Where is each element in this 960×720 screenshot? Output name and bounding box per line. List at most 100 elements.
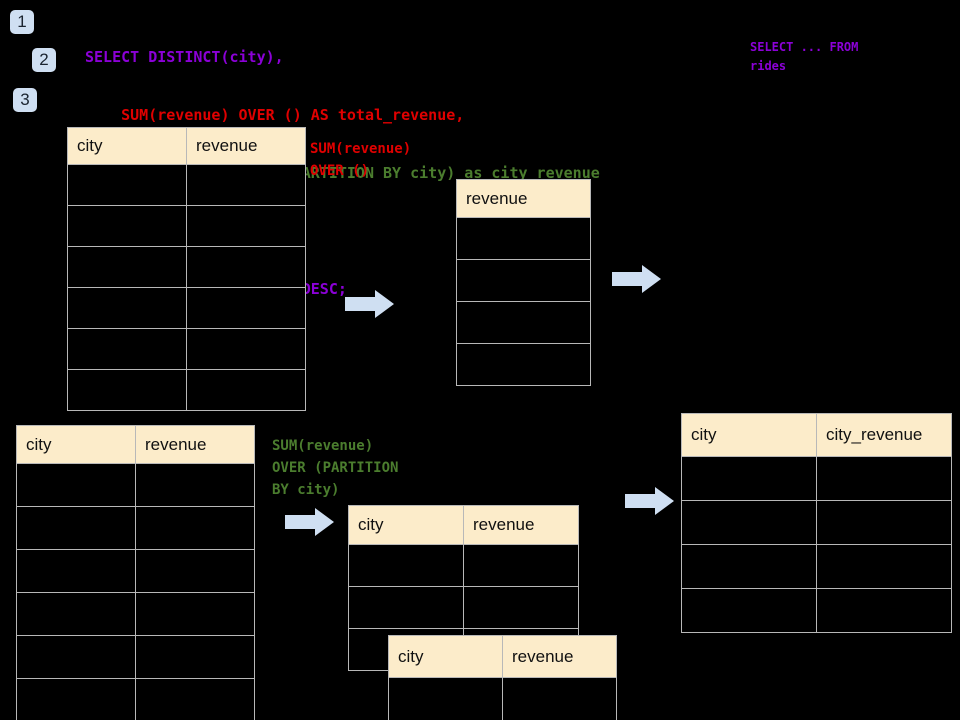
step-badge-1-label: 1 [17,12,27,31]
cell-city[interactable] [388,677,503,720]
cell-city[interactable] [67,164,187,206]
cell-city[interactable] [16,549,136,593]
column-header-revenue: revenue [502,635,617,678]
table-header-row: city revenue [348,505,579,545]
table-row[interactable] [348,586,579,629]
column-header-revenue: revenue [463,505,579,545]
column-header-revenue: revenue [186,127,306,165]
table-row[interactable] [456,301,591,344]
table-row[interactable] [67,205,306,247]
arrow-source-to-total [345,290,394,318]
cell-city[interactable] [67,205,187,247]
cell-revenue[interactable] [502,677,617,720]
arrow-partition-to-result [625,487,674,515]
step-badge-1[interactable]: 1 [10,10,34,34]
table-row[interactable] [16,549,255,593]
table-row[interactable] [67,369,306,411]
step-badge-2-label: 2 [39,50,49,69]
cell-city[interactable] [16,506,136,550]
cell-city[interactable] [348,586,464,629]
table-row[interactable] [681,588,952,633]
cell-revenue[interactable] [456,259,591,302]
table-header-row: city revenue [67,127,306,165]
table-row[interactable] [16,592,255,636]
table-row[interactable] [456,343,591,386]
table-row[interactable] [388,677,617,720]
cell-city[interactable] [16,635,136,679]
table-row[interactable] [16,506,255,550]
table-header-row: city revenue [16,425,255,464]
cell-revenue[interactable] [186,205,306,247]
cell-city[interactable] [16,678,136,720]
cell-revenue[interactable] [186,328,306,370]
table-row[interactable] [67,246,306,288]
table-row[interactable] [456,217,591,260]
step-badge-3[interactable]: 3 [13,88,37,112]
table-final-result[interactable]: city city_revenue [681,413,952,633]
cell-city[interactable] [67,287,187,329]
cell-city-revenue[interactable] [816,456,952,501]
table-row[interactable] [348,544,579,587]
annotation-total-revenue: SUM(revenue) OVER () [310,141,412,179]
column-header-city: city [348,505,464,545]
arrow-total-to-result [612,265,661,293]
cell-city-revenue[interactable] [816,500,952,545]
column-header-city: city [67,127,187,165]
cell-revenue[interactable] [186,246,306,288]
table-rides-source-bottom[interactable]: city revenue [16,425,255,720]
column-header-city: city [16,425,136,464]
cell-revenue[interactable] [463,544,579,587]
table-row[interactable] [681,544,952,589]
cell-city[interactable] [681,544,817,589]
cell-revenue[interactable] [135,635,255,679]
table-header-row: city city_revenue [681,413,952,457]
cell-revenue[interactable] [456,301,591,344]
table-row[interactable] [681,500,952,545]
cell-city[interactable] [67,328,187,370]
table-row[interactable] [67,287,306,329]
cell-revenue[interactable] [186,164,306,206]
cell-city-revenue[interactable] [816,544,952,589]
column-header-city: city [681,413,817,457]
annotation-city-revenue: SUM(revenue) OVER (PARTITION BY city) [272,438,399,498]
cell-city[interactable] [16,592,136,636]
column-header-revenue: revenue [456,179,591,218]
column-header-city-revenue: city_revenue [816,413,952,457]
table-partition-group-a[interactable]: city revenue [348,505,579,671]
arrow-source-to-partition [285,508,334,536]
cell-city[interactable] [681,500,817,545]
cell-revenue[interactable] [135,506,255,550]
cell-revenue[interactable] [135,678,255,720]
table-row[interactable] [16,635,255,679]
cell-city[interactable] [16,463,136,507]
cell-city-revenue[interactable] [816,588,952,633]
cell-city[interactable] [348,544,464,587]
cell-revenue[interactable] [456,217,591,260]
table-row[interactable] [16,678,255,720]
table-row[interactable] [456,259,591,302]
cell-city[interactable] [681,588,817,633]
cell-city[interactable] [67,369,187,411]
table-row[interactable] [16,463,255,507]
step-badge-3-label: 3 [20,90,30,109]
table-partition-group-b[interactable]: city revenue [388,635,617,720]
cell-revenue[interactable] [135,592,255,636]
cell-city[interactable] [681,456,817,501]
cell-revenue[interactable] [463,586,579,629]
column-header-revenue: revenue [135,425,255,464]
cell-revenue[interactable] [186,287,306,329]
table-row[interactable] [67,164,306,206]
table-total-revenue[interactable]: revenue [456,179,591,386]
cell-revenue[interactable] [456,343,591,386]
table-row[interactable] [681,456,952,501]
annotation-subquery: SELECT ... FROM rides [750,40,859,73]
cell-revenue[interactable] [186,369,306,411]
step-badge-2[interactable]: 2 [32,48,56,72]
table-row[interactable] [67,328,306,370]
cell-city[interactable] [67,246,187,288]
cell-revenue[interactable] [135,549,255,593]
table-rides-source-top[interactable]: city revenue [67,127,306,411]
cell-revenue[interactable] [135,463,255,507]
table-header-row: revenue [456,179,591,218]
